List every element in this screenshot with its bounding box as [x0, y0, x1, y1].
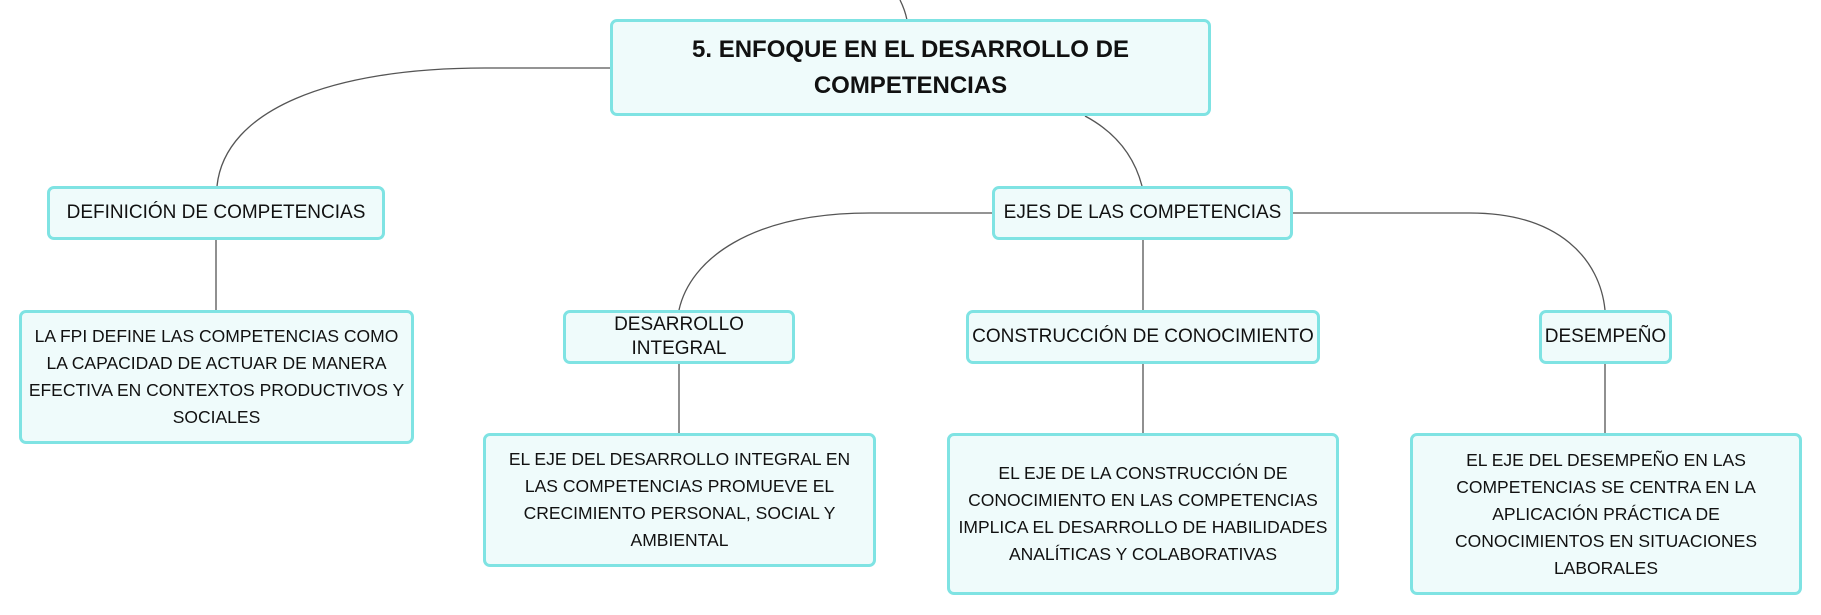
axis-construccion-text: EL EJE DE LA CONSTRUCCIÓN DE CONOCIMIENT…: [958, 463, 1328, 564]
definition-text: LA FPI DEFINE LAS COMPETENCIAS COMO LA C…: [28, 326, 405, 427]
axes-topic-title: EJES DE LAS COMPETENCIAS: [1003, 202, 1282, 223]
definition-topic-title: DEFINICIÓN DE COMPETENCIAS: [66, 202, 366, 223]
definition-text-node[interactable]: LA FPI DEFINE LAS COMPETENCIAS COMO LA C…: [19, 310, 414, 444]
connector-axes-to-integral: [678, 212, 992, 311]
axis-construccion-topic[interactable]: CONSTRUCCIÓN DE CONOCIMIENTO: [966, 310, 1320, 364]
axis-desempeno-topic[interactable]: DESEMPEÑO: [1539, 310, 1672, 364]
root-topic[interactable]: 5. ENFOQUE EN EL DESARROLLO DE COMPETENC…: [610, 19, 1211, 116]
axis-integral-title: DESARROLLO INTEGRAL: [614, 314, 744, 359]
axis-desempeno-title: DESEMPEÑO: [1544, 326, 1667, 347]
axis-desempeno-text: EL EJE DEL DESEMPEÑO EN LAS COMPETENCIAS…: [1454, 449, 1758, 578]
axis-construccion-title: CONSTRUCCIÓN DE CONOCIMIENTO: [972, 326, 1314, 347]
connector-axes-to-desempeno: [1292, 212, 1606, 311]
connector-root-to-axes: [1084, 115, 1143, 187]
axis-construccion-text-node[interactable]: EL EJE DE LA CONSTRUCCIÓN DE CONOCIMIENT…: [947, 433, 1339, 595]
connector-root-to-definition: [216, 67, 610, 187]
axes-topic[interactable]: EJES DE LAS COMPETENCIAS: [992, 186, 1293, 240]
axis-integral-text: EL EJE DEL DESARROLLO INTEGRAL EN LAS CO…: [508, 449, 851, 550]
definition-topic[interactable]: DEFINICIÓN DE COMPETENCIAS: [47, 186, 385, 240]
connector-parent-to-root: [899, 0, 908, 21]
axis-desempeno-text-node[interactable]: EL EJE DEL DESEMPEÑO EN LAS COMPETENCIAS…: [1410, 433, 1802, 595]
axis-integral-topic[interactable]: DESARROLLO INTEGRAL: [563, 310, 795, 364]
root-topic-title: 5. ENFOQUE EN EL DESARROLLO DE COMPETENC…: [692, 35, 1129, 99]
axis-integral-text-node[interactable]: EL EJE DEL DESARROLLO INTEGRAL EN LAS CO…: [483, 433, 876, 567]
